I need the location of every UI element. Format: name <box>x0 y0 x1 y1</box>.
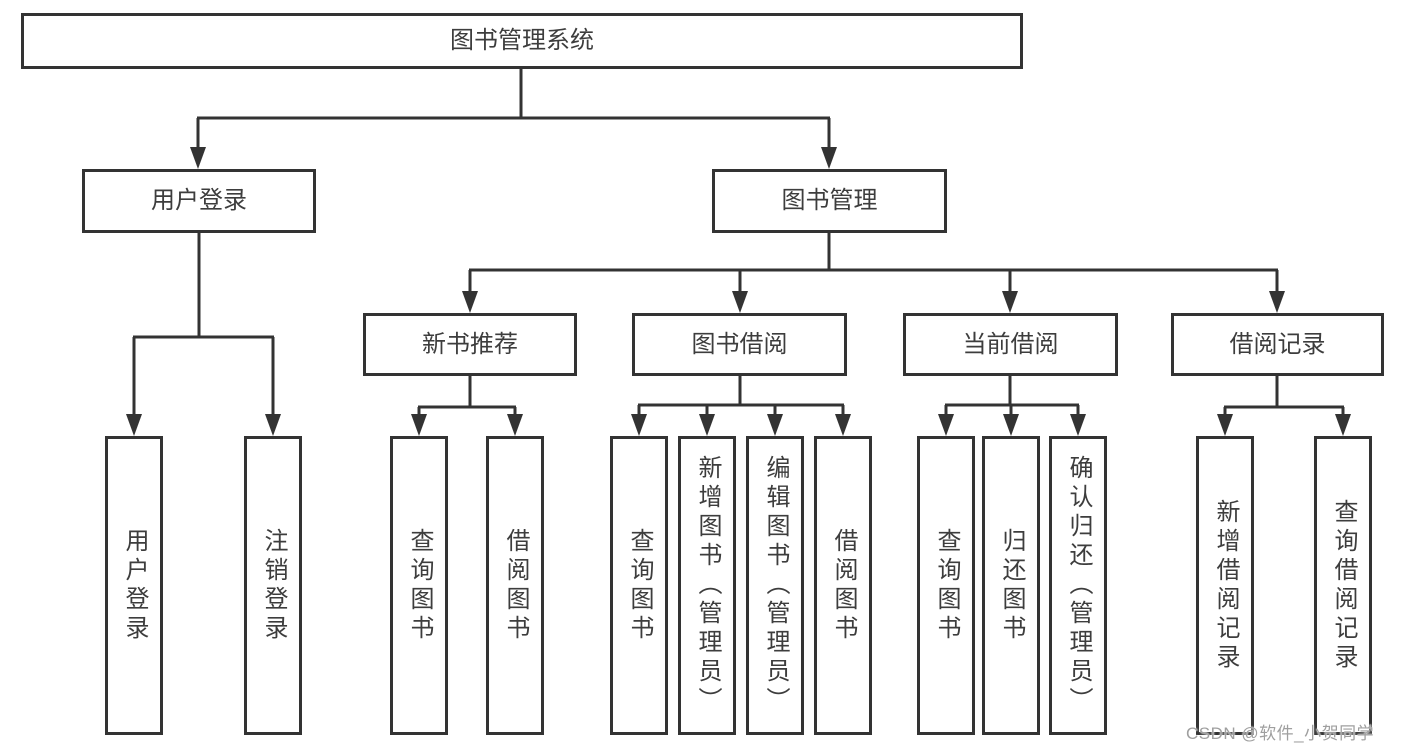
leaf-add-books-admin: 新增图书（管理员） <box>678 436 736 735</box>
node-book-management: 图书管理 <box>712 169 947 233</box>
leaf-label: 新增图书（管理员） <box>694 455 721 716</box>
connector-current-branch <box>944 376 1080 415</box>
leaf-logout: 注销登录 <box>244 436 302 735</box>
leaf-label: 编辑图书（管理员） <box>762 455 789 716</box>
leaf-label: 查询借阅记录 <box>1330 498 1357 673</box>
leaf-borrow-books: 借阅图书 <box>814 436 872 735</box>
node-book-borrowing: 图书借阅 <box>632 313 847 376</box>
leaf-label: 确认归还（管理员） <box>1065 455 1092 716</box>
connector-record-branch <box>1223 376 1345 415</box>
leaf-label: 查询图书 <box>933 527 960 644</box>
leaf-label: 新增借阅记录 <box>1212 498 1239 673</box>
leaf-user-login: 用户登录 <box>105 436 163 735</box>
node-borrowing-records: 借阅记录 <box>1171 313 1384 376</box>
leaf-label: 归还图书 <box>998 527 1025 644</box>
connector-user-login-branch <box>132 233 275 415</box>
leaf-label: 用户登录 <box>121 527 148 644</box>
leaf-query-books-borrowing: 查询图书 <box>610 436 668 735</box>
leaf-query-books-current: 查询图书 <box>917 436 975 735</box>
node-user-login: 用户登录 <box>82 169 316 233</box>
connector-borrow-branch <box>637 376 845 415</box>
leaf-query-books-recommend: 查询图书 <box>390 436 448 735</box>
leaf-edit-books-admin: 编辑图书（管理员） <box>746 436 804 735</box>
connector-root-branch <box>196 69 831 148</box>
leaf-add-borrow-record: 新增借阅记录 <box>1196 436 1254 735</box>
leaf-label: 借阅图书 <box>502 527 529 644</box>
arrowheads <box>126 147 1351 436</box>
leaf-return-books: 归还图书 <box>982 436 1040 735</box>
csdn-watermark: CSDN @软件_小贺同学 <box>1186 724 1375 743</box>
leaf-label: 借阅图书 <box>830 527 857 644</box>
leaf-label: 查询图书 <box>626 527 653 644</box>
connector-book-mgmt-branch <box>468 233 1279 292</box>
node-new-book-recommend: 新书推荐 <box>363 313 577 376</box>
leaf-confirm-return-admin: 确认归还（管理员） <box>1049 436 1107 735</box>
leaf-borrow-books-recommend: 借阅图书 <box>486 436 544 735</box>
leaf-label: 注销登录 <box>260 527 287 644</box>
node-library-system: 图书管理系统 <box>21 13 1023 69</box>
connector-newbook-branch <box>417 376 517 415</box>
leaf-query-borrow-record: 查询借阅记录 <box>1314 436 1372 735</box>
node-current-borrowing: 当前借阅 <box>903 313 1118 376</box>
leaf-label: 查询图书 <box>406 527 433 644</box>
